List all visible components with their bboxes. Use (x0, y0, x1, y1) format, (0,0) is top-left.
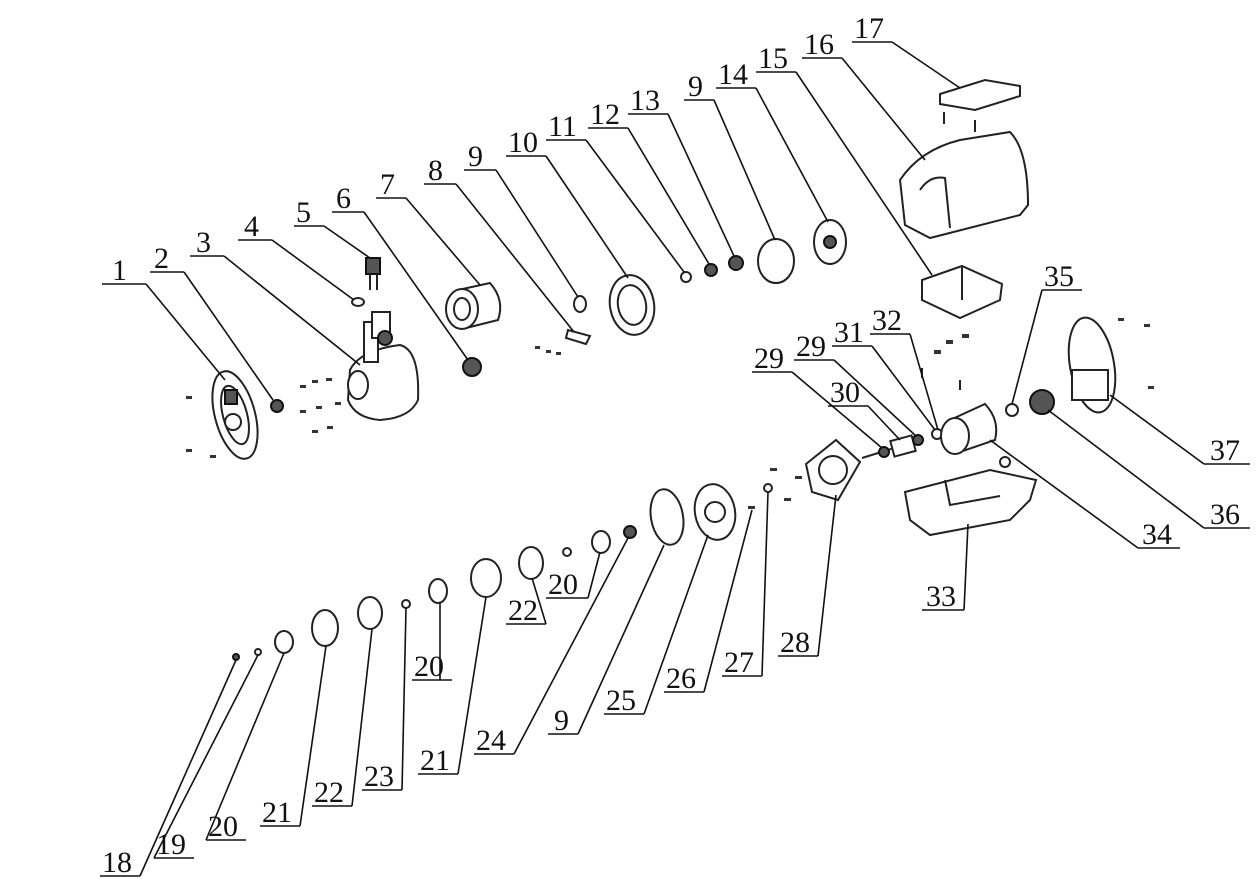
part-23 (401, 599, 411, 609)
part-o-ring-b (757, 238, 795, 284)
part-knob (270, 399, 284, 413)
part-labels: 1 2 3 4 5 6 7 8 9 10 11 12 13 9 14 15 16… (102, 12, 1240, 879)
part-spring (728, 255, 744, 271)
label-21a: 21 (420, 744, 450, 777)
part-o-ring-a (573, 295, 587, 313)
part-bracket (535, 328, 592, 355)
label-37: 37 (1210, 434, 1240, 467)
part-27 (763, 483, 773, 493)
part-base-plate (921, 264, 1004, 320)
label-19: 19 (156, 828, 186, 861)
label-12: 12 (590, 98, 620, 131)
part-back-cover (1067, 316, 1154, 414)
label-9c: 9 (554, 704, 569, 737)
part-spacer (562, 547, 572, 557)
label-35: 35 (1044, 260, 1074, 293)
part-filter (445, 281, 502, 330)
part-impeller (462, 357, 482, 377)
part-fan (1029, 389, 1055, 415)
part-21a (470, 558, 502, 598)
screws-group-a (186, 378, 341, 458)
part-18 (232, 653, 240, 661)
label-2: 2 (154, 242, 169, 275)
label-13: 13 (630, 84, 660, 117)
part-end-cap (804, 438, 862, 502)
label-28: 28 (780, 626, 810, 659)
label-14: 14 (718, 58, 748, 91)
label-4: 4 (244, 210, 259, 243)
part-o-ring-c (649, 488, 685, 546)
label-36: 36 (1210, 498, 1240, 531)
part-valve (365, 257, 381, 290)
label-16: 16 (804, 28, 834, 61)
label-20a: 20 (548, 568, 578, 601)
part-front-cover (211, 370, 259, 460)
part-small-ring (351, 297, 365, 307)
label-30: 30 (830, 376, 860, 409)
part-21b (311, 609, 339, 647)
part-22b (357, 596, 383, 630)
part-motor (940, 402, 998, 455)
part-22a (518, 546, 544, 580)
part-bearing (704, 263, 718, 277)
label-22b: 22 (314, 776, 344, 809)
label-31: 31 (834, 316, 864, 349)
label-18: 18 (102, 846, 132, 879)
label-26: 26 (666, 662, 696, 695)
label-24: 24 (476, 724, 506, 757)
leader-lines (100, 41, 1250, 877)
label-29b: 29 (796, 330, 826, 363)
part-20c (274, 630, 294, 654)
label-8: 8 (428, 154, 443, 187)
label-7: 7 (380, 168, 395, 201)
label-21b: 21 (262, 796, 292, 829)
part-gear-housing (608, 274, 656, 336)
part-bottom-housing (903, 456, 1038, 537)
label-32: 32 (872, 304, 902, 337)
label-29a: 29 (754, 342, 784, 375)
label-11: 11 (548, 110, 577, 143)
label-3: 3 (196, 226, 211, 259)
label-34: 34 (1142, 518, 1172, 551)
label-33: 33 (926, 580, 956, 613)
part-washer (680, 271, 692, 283)
part-gear-plate (813, 219, 847, 265)
part-handle-cap (939, 78, 1021, 132)
part-19 (254, 648, 262, 656)
label-10: 10 (508, 126, 538, 159)
label-25: 25 (606, 684, 636, 717)
screws-group-b (921, 334, 969, 390)
screws-group-c (748, 468, 802, 509)
label-1: 1 (112, 254, 127, 287)
label-9a: 9 (468, 140, 483, 173)
part-impeller-housing (693, 483, 737, 541)
label-20b: 20 (414, 650, 444, 683)
label-20c: 20 (208, 810, 238, 843)
part-pump-housing (346, 311, 420, 422)
label-23: 23 (364, 760, 394, 793)
part-24 (623, 525, 637, 539)
part-20a (591, 530, 611, 554)
label-6: 6 (336, 182, 351, 215)
label-22a: 22 (508, 594, 538, 627)
label-9b: 9 (688, 70, 703, 103)
label-15: 15 (758, 42, 788, 75)
label-5: 5 (296, 196, 311, 229)
part-top-housing (898, 130, 1030, 240)
label-27: 27 (724, 646, 754, 679)
part-shaft (861, 428, 943, 459)
label-17: 17 (854, 12, 884, 45)
part-ring-35 (1005, 403, 1019, 417)
part-20b (428, 578, 448, 604)
